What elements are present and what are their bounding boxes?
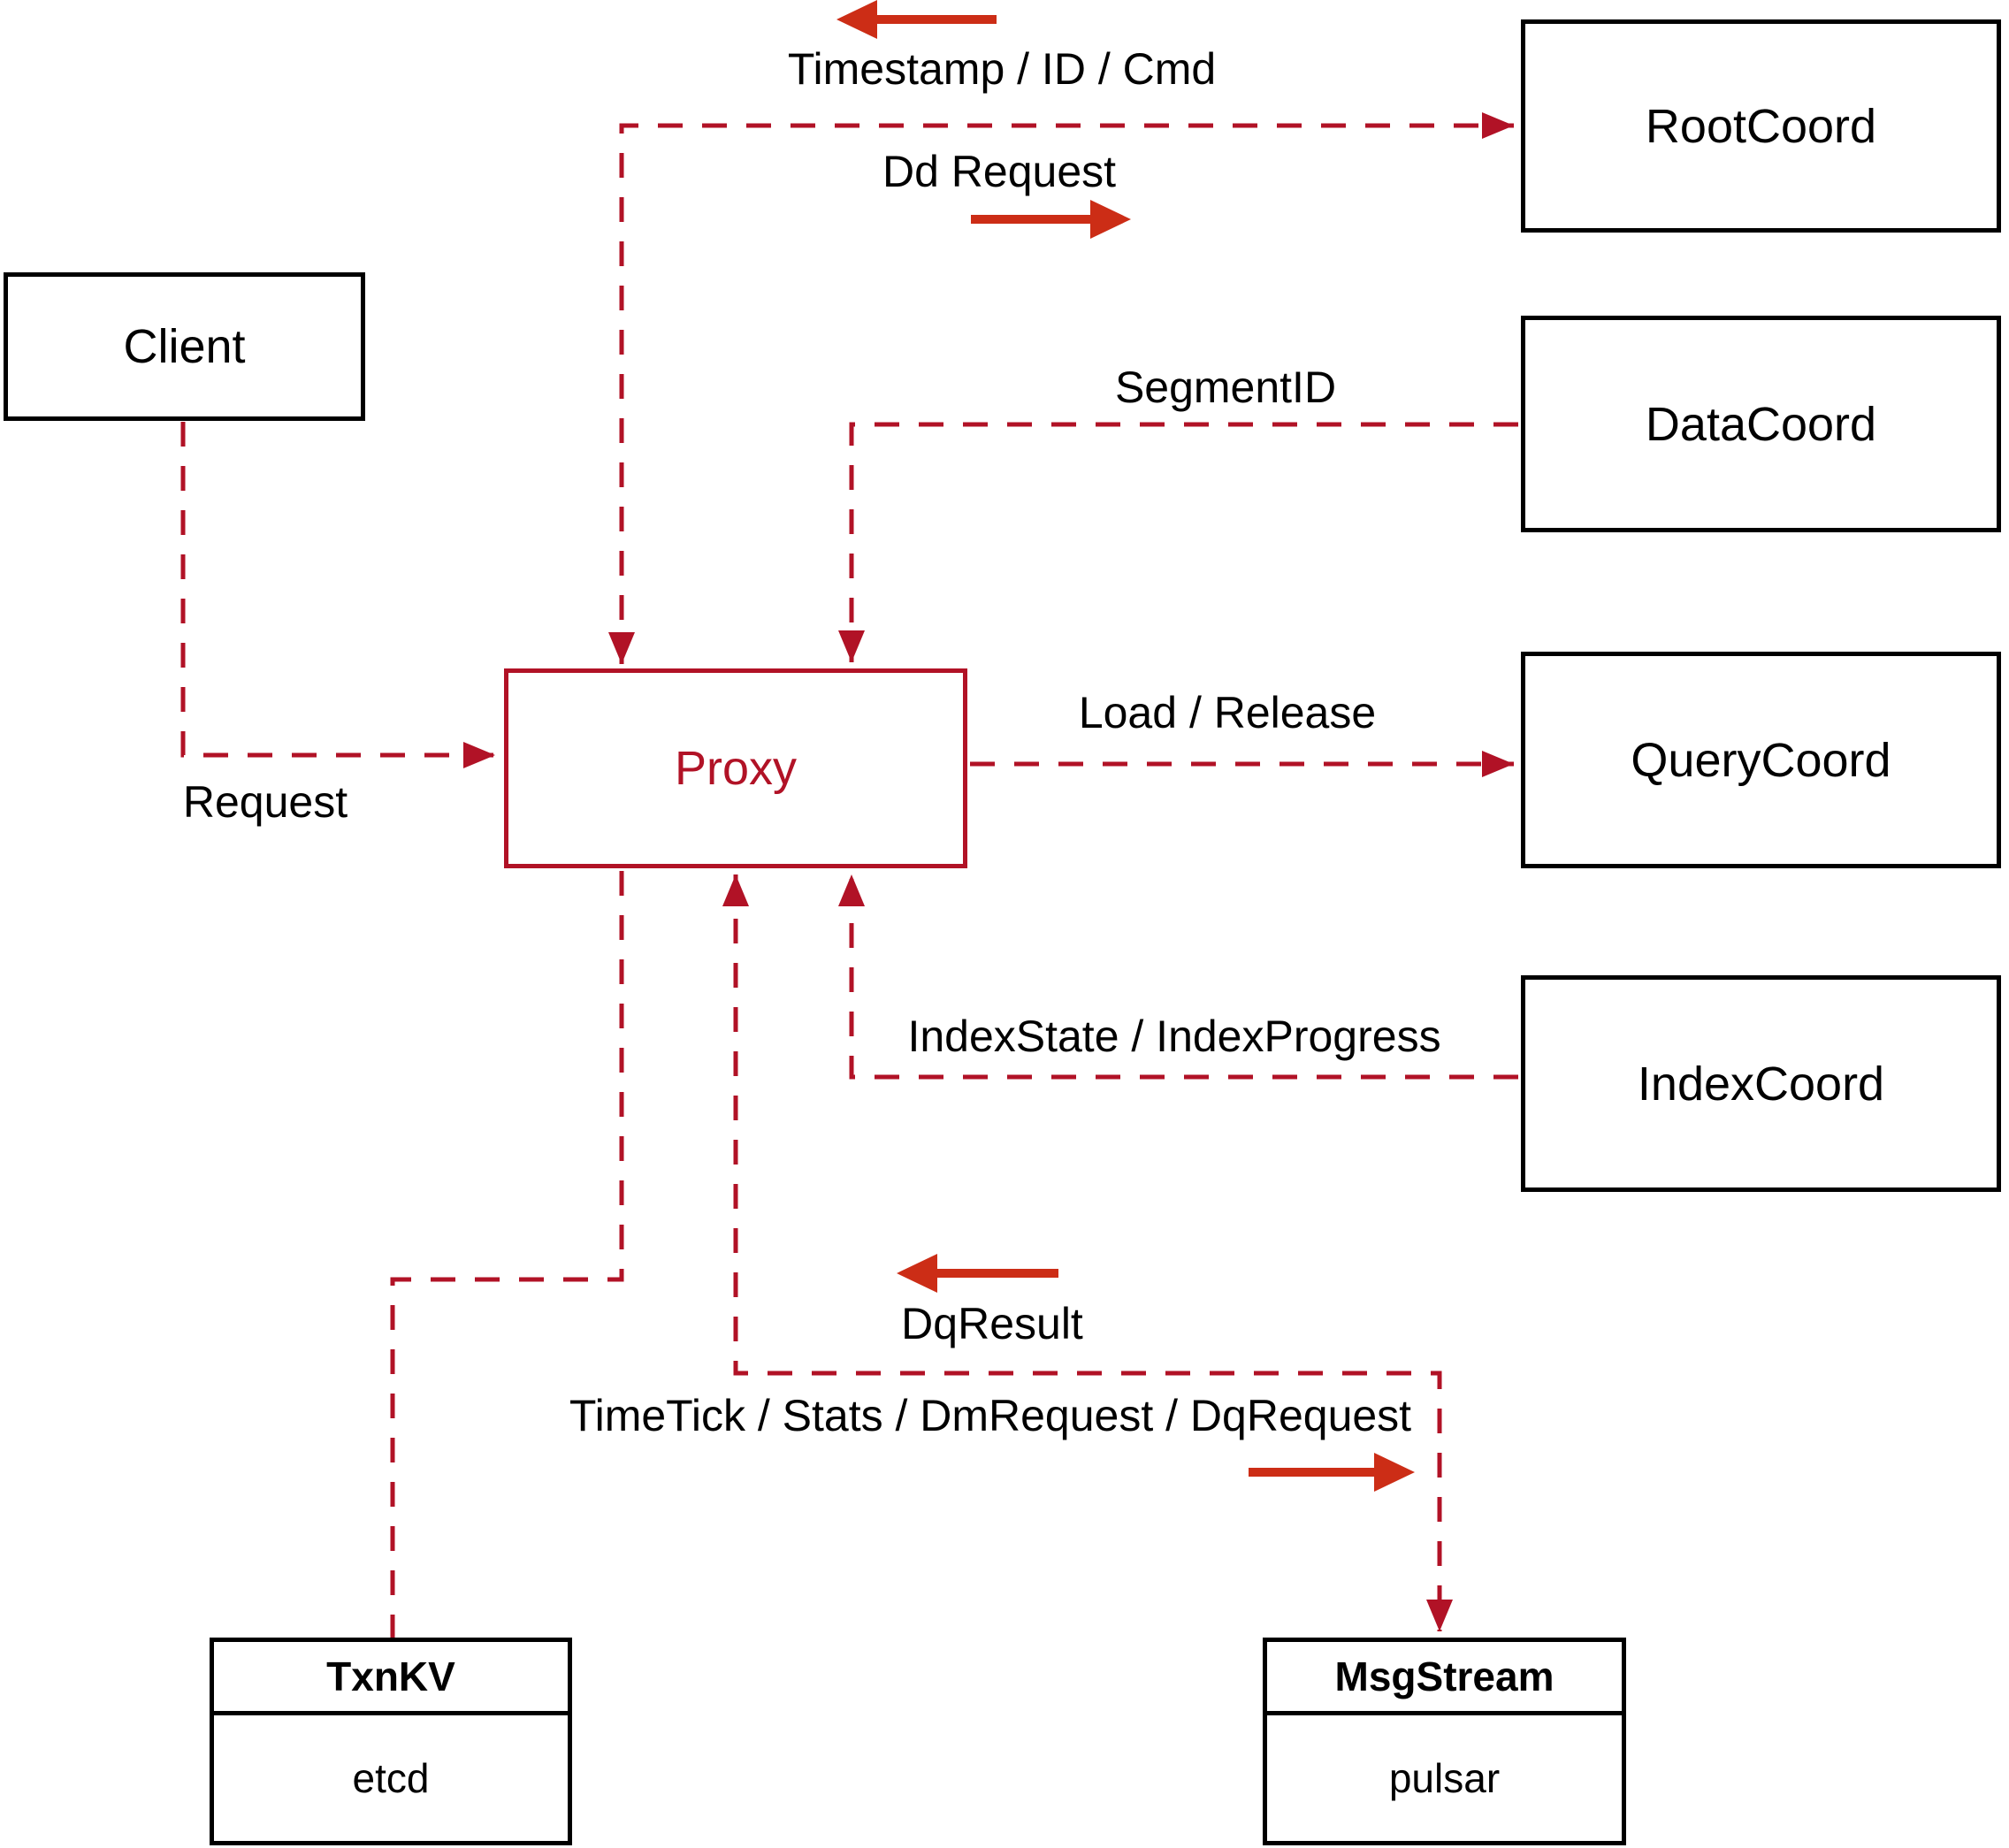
node-rootcoord: RootCoord [1521,19,2001,233]
node-proxy: Proxy [504,668,967,868]
node-indexcoord-label: IndexCoord [1637,1057,1885,1111]
node-indexcoord: IndexCoord [1521,975,2001,1192]
edge-proxy-to-txnkv [390,871,624,1638]
node-msgstream: MsgStream pulsar [1263,1638,1626,1845]
edge-label-request: Request [182,777,348,827]
edge-client-to-proxy [180,422,495,768]
direction-arrow-left-timestamp [836,0,997,39]
edge-datacoord-to-proxy [838,422,1518,662]
direction-arrow-left-dqresult [897,1254,1058,1293]
edge-label-indexstate-indexprogress: IndexState / IndexProgress [907,1012,1441,1061]
edge-label-timestamp-id-cmd: Timestamp / ID / Cmd [787,44,1217,94]
node-txnkv-body: etcd [352,1755,430,1801]
node-msgstream-body: pulsar [1388,1755,1501,1801]
node-querycoord: QueryCoord [1521,652,2001,868]
node-datacoord-label: DataCoord [1645,397,1877,451]
node-datacoord: DataCoord [1521,316,2001,532]
direction-arrow-right-timetick [1249,1453,1415,1492]
node-client-label: Client [123,320,246,373]
node-client: Client [4,272,365,421]
node-txnkv-title: TxnKV [214,1642,568,1715]
node-txnkv: TxnKV etcd [210,1638,572,1845]
direction-arrow-right-dd-request [971,200,1131,239]
node-proxy-label: Proxy [674,742,798,795]
edge-proxy-rootcoord [608,112,1514,664]
edge-proxy-msgstream [722,874,1453,1631]
edge-label-segment-id: SegmentID [1114,363,1337,412]
node-rootcoord-label: RootCoord [1645,99,1877,153]
edge-label-dqresult: DqResult [901,1299,1083,1348]
edge-label-load-release: Load / Release [1078,688,1377,737]
node-querycoord-label: QueryCoord [1631,733,1891,787]
edge-label-timetick-stats: TimeTick / Stats / DmRequest / DqRequest [569,1391,1412,1440]
edge-label-dd-request: Dd Request [882,147,1117,196]
node-msgstream-title: MsgStream [1267,1642,1622,1715]
